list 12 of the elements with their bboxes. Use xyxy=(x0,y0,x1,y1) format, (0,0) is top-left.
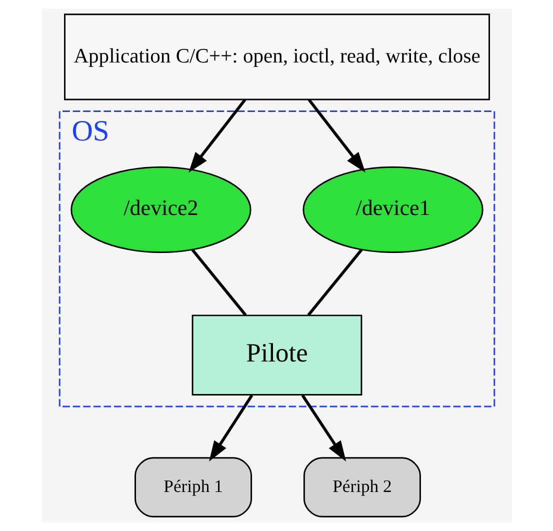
node-ellipse: /device1 xyxy=(302,166,483,254)
connector xyxy=(190,248,246,316)
node-box: Périph 2 xyxy=(302,457,420,518)
arrow xyxy=(300,394,346,462)
connector xyxy=(306,248,362,316)
arrow xyxy=(307,98,365,173)
node-box: Pilote xyxy=(191,314,362,396)
node-ellipse: /device2 xyxy=(70,166,251,254)
node-box: Périph 1 xyxy=(134,457,252,518)
arrow xyxy=(188,98,246,173)
arrow xyxy=(208,394,253,462)
node-box: Application C/C++: open, ioctl, read, write, close xyxy=(64,14,490,100)
